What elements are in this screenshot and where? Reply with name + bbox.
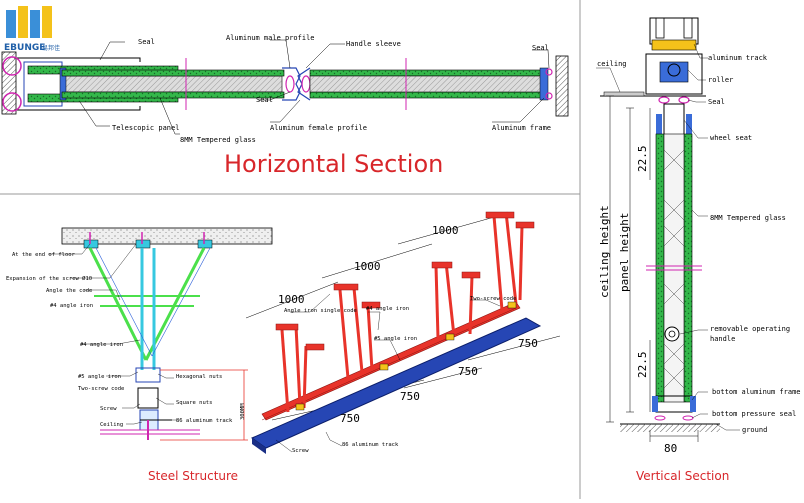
steel-isometric-drawing [245, 211, 561, 454]
logo-text-cn: 易邦佳 [42, 44, 60, 52]
label-male-profile: Aluminum male profile [226, 34, 315, 42]
dim-22-5-bottom: 22.5 [636, 352, 649, 379]
label-telescopic-panel: Telescopic panel [112, 124, 179, 132]
dim-22-5-top: 22.5 [636, 146, 649, 173]
dim-1000-c: 1000 [278, 293, 305, 306]
horizontal-section-drawing [1, 39, 569, 135]
label-ceiling-steel: Ceiling [100, 422, 123, 428]
label-roller: roller [708, 76, 733, 84]
dim-750-d: 750 [340, 412, 360, 425]
label-handle-sleeve: Handle sleeve [346, 40, 401, 48]
dim-width-80: 80 [664, 442, 677, 455]
label-screw-a: Screw [100, 406, 117, 412]
label-angle-iron-4a: #4 angle iron [50, 303, 93, 309]
steel-structure-title: Steel Structure [148, 469, 238, 483]
dim-1000-a: 1000 [432, 224, 459, 237]
label-two-screw-code-b: Two-screw code [470, 296, 516, 302]
dim-750-a: 750 [518, 337, 538, 350]
steel-detail-drawing [48, 227, 273, 441]
dim-750-c: 750 [400, 390, 420, 403]
label-aluminum-track: aluminum track [708, 54, 768, 62]
label-seal-mid: Seal [256, 96, 273, 104]
label-track-86-b: 86 aluminum track [342, 442, 399, 448]
label-operating-handle: removable operating handle [710, 325, 791, 343]
dim-panel-height: panel height [618, 213, 631, 292]
label-angle-iron-5: #5 angle iron [78, 374, 121, 380]
label-seal-vertical: Seal [708, 98, 725, 106]
label-seal-top-left: Seal [138, 38, 155, 46]
label-bottom-frame: bottom aluminum frame [712, 388, 801, 396]
label-wheel-seat: wheel seat [710, 134, 752, 142]
label-aluminum-frame: Aluminum frame [492, 124, 551, 132]
label-angle-iron-5b: #5 angle iron [374, 336, 417, 342]
label-seal-right: Seal [532, 44, 549, 52]
label-two-screw-code-a: Two-screw code [78, 386, 124, 392]
label-glass-horizontal: 8MM Tempered glass [180, 136, 256, 144]
label-angle-iron-4b: #4 angle iron [80, 342, 123, 348]
logo-text: EBUNGE [4, 43, 45, 53]
label-track-86-a: 86 aluminum track [176, 418, 233, 424]
label-ground: ground [742, 426, 767, 434]
vertical-section-drawing [596, 17, 740, 442]
label-expansion-screw: Expansion of the screw Ø10 [6, 275, 92, 282]
dim-ceiling-height: ceiling height [598, 205, 611, 298]
label-angle-iron-single: Angle iron single code [284, 308, 357, 314]
label-hex-nut: Hexagonal nuts [176, 374, 222, 380]
label-end-of-floor: At the end of floor [12, 252, 76, 258]
horizontal-section-title: Horizontal Section [224, 150, 443, 178]
label-angle-code: Angle the code [46, 288, 92, 294]
label-glass-vertical: 8MM Tempered glass [710, 214, 786, 222]
label-pressure-seal: bottom pressure seal [712, 410, 796, 418]
label-height-300mm: 300MM [240, 403, 246, 420]
dim-1000-b: 1000 [354, 260, 381, 273]
label-female-profile: Aluminum female profile [270, 124, 367, 132]
logo: EBUNGE 易邦佳 [4, 6, 60, 53]
label-screw-b: Screw [292, 448, 309, 454]
vertical-section-title: Vertical Section [636, 469, 729, 483]
label-ceiling-vertical: ceiling [597, 60, 627, 68]
label-square-nut: Square nuts [176, 400, 212, 406]
label-operating-handle-box: removable operating handle [710, 325, 791, 343]
dim-750-b: 750 [458, 365, 478, 378]
label-angle-iron-4c: #4 angle iron [366, 306, 409, 312]
